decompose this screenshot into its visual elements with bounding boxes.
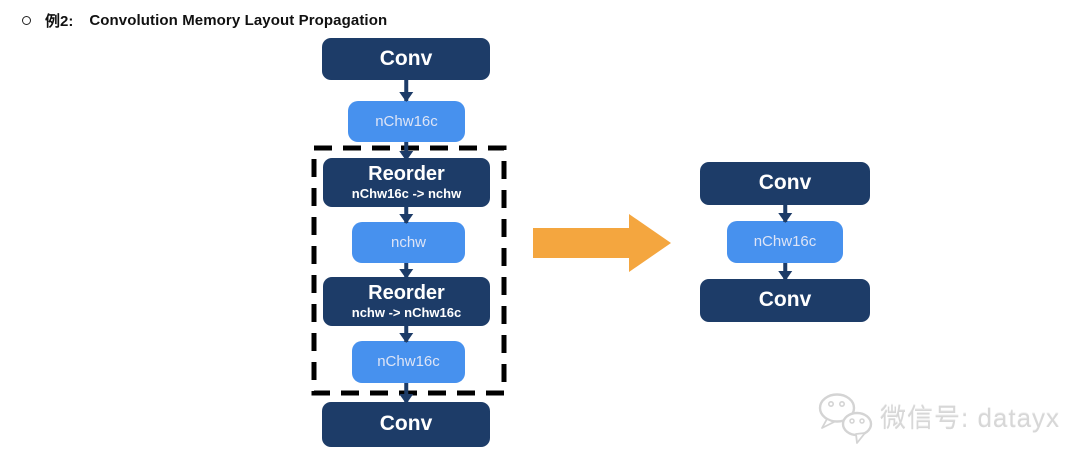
node-label: Conv bbox=[379, 412, 433, 436]
arrow-down-connector bbox=[783, 205, 787, 222]
node-label: Conv bbox=[379, 46, 433, 70]
reorder-title: Reorder bbox=[368, 282, 445, 305]
reorder-subtitle: nChw16c -> nchw bbox=[351, 186, 462, 202]
arrow-down-connector bbox=[404, 383, 408, 403]
reorder-title: Reorder bbox=[368, 163, 445, 186]
transform-arrow-icon bbox=[533, 214, 671, 272]
header: 例2: Convolution Memory Layout Propagatio… bbox=[22, 10, 387, 31]
example-label: 例2: bbox=[45, 13, 74, 30]
node-reorder-2: Reorder nchw -> nChw16c bbox=[323, 277, 490, 326]
node-label: nchw bbox=[390, 233, 427, 251]
bullet-icon bbox=[22, 16, 31, 25]
reorder-subtitle: nchw -> nChw16c bbox=[351, 305, 462, 321]
watermark-text: 微信号: datayx bbox=[880, 403, 1061, 433]
node-reorder-1: Reorder nChw16c -> nchw bbox=[323, 158, 490, 207]
wechat-icon bbox=[818, 393, 873, 444]
dashed-group-box bbox=[311, 145, 507, 396]
node-label: nChw16c bbox=[375, 112, 438, 130]
node-label: nChw16c bbox=[753, 233, 817, 251]
page-title: Convolution Memory Layout Propagation bbox=[89, 12, 388, 29]
arrow-down-connector bbox=[404, 142, 408, 160]
node-label: Conv bbox=[758, 288, 812, 312]
arrow-down-connector bbox=[783, 263, 787, 280]
node-label: nChw16c bbox=[377, 353, 440, 371]
node-tensor-nchw16c-top: nChw16c bbox=[348, 101, 465, 142]
arrow-down-connector bbox=[404, 326, 408, 342]
node-conv-bottom-left: Conv bbox=[322, 402, 490, 447]
node-tensor-nchw16c-bottom: nChw16c bbox=[352, 341, 465, 383]
node-label: Conv bbox=[758, 171, 812, 195]
node-conv-bottom-right: Conv bbox=[700, 279, 870, 322]
arrow-down-connector bbox=[404, 80, 408, 101]
node-tensor-nchw: nchw bbox=[352, 222, 465, 263]
node-conv-top-left: Conv bbox=[322, 38, 490, 80]
arrow-down-connector bbox=[404, 263, 408, 278]
arrow-down-connector bbox=[404, 207, 408, 223]
node-conv-top-right: Conv bbox=[700, 162, 870, 205]
node-tensor-nchw16c-right: nChw16c bbox=[727, 221, 843, 263]
